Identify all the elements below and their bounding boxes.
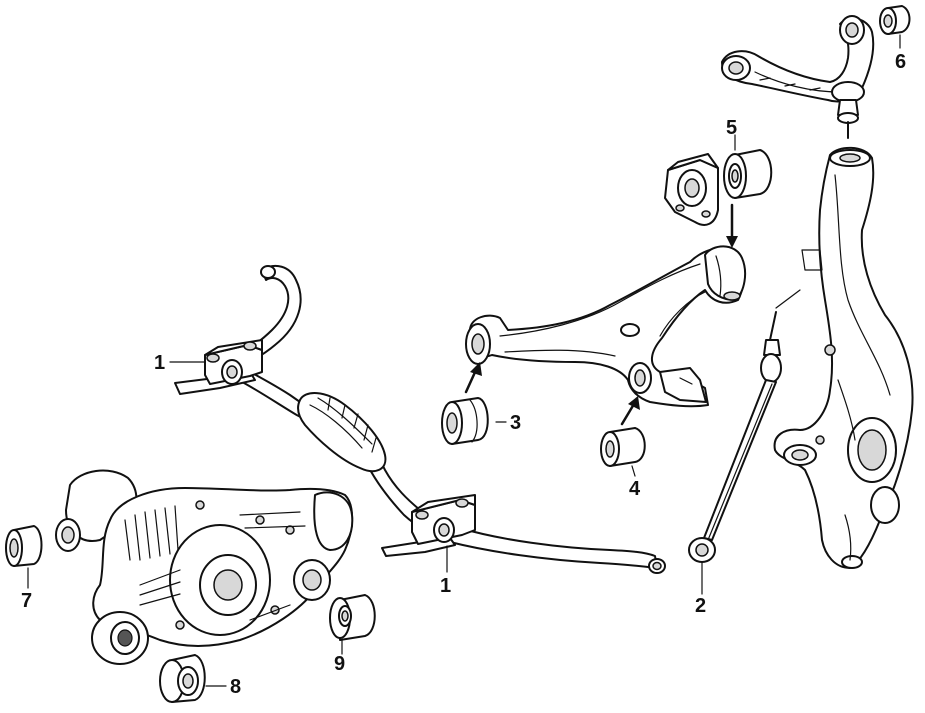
callout-7: 7 <box>21 590 32 612</box>
leader-lines <box>27 34 901 687</box>
callout-1-lower: 1 <box>440 575 451 597</box>
bushing-9 <box>329 594 376 641</box>
callout-1-upper: 1 <box>154 352 165 374</box>
upper-control-arm <box>721 15 875 139</box>
bushing-7 <box>5 525 43 567</box>
callout-2: 2 <box>695 595 706 617</box>
stabilizer-bushing-bracket-upper <box>174 339 263 395</box>
bushing-6 <box>879 5 911 35</box>
callout-labels: 1 1 2 3 4 5 6 7 8 9 <box>21 51 906 698</box>
callout-9: 9 <box>334 653 345 675</box>
callout-4: 4 <box>629 478 641 500</box>
rear-differential <box>55 469 354 665</box>
bushing-8 <box>159 654 206 703</box>
callout-5: 5 <box>726 117 737 139</box>
bushing-4 <box>600 427 646 467</box>
steering-knuckle <box>773 146 914 569</box>
lower-control-arm <box>465 245 747 408</box>
bushing-mount-bracket <box>664 153 719 226</box>
bushing-3 <box>441 397 489 445</box>
stabilizer-bushing-bracket-lower <box>381 494 476 557</box>
install-arrows <box>464 203 738 426</box>
bushing-5 <box>723 149 773 199</box>
stabilizer-link <box>688 311 782 563</box>
callout-8: 8 <box>230 676 241 698</box>
callout-3: 3 <box>510 412 521 434</box>
callout-6: 6 <box>895 51 906 73</box>
